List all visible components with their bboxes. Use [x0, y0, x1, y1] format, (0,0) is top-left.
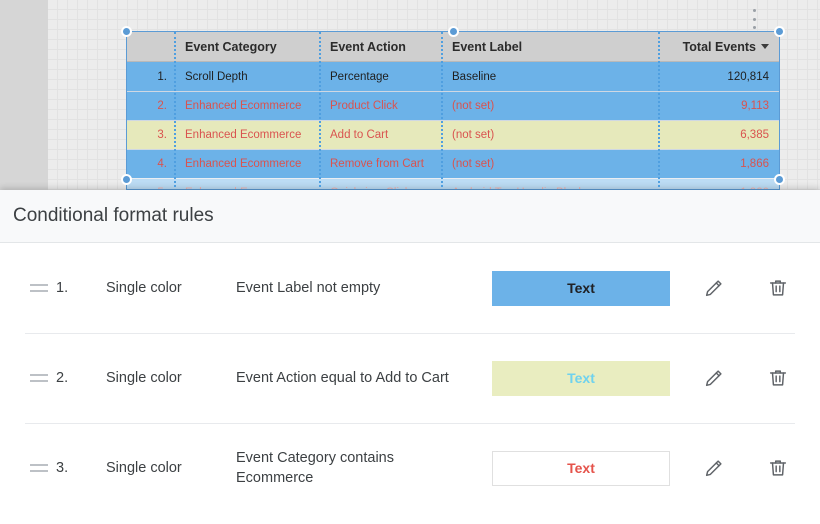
drag-handle-icon[interactable]: [22, 284, 56, 292]
table-cell-event-label: (not set): [452, 158, 495, 170]
table-cell-event-action: Percentage: [330, 70, 389, 83]
rule-preview[interactable]: Text: [461, 270, 701, 306]
rule-index: 1.: [56, 280, 69, 296]
column-resize-guide[interactable]: [319, 32, 321, 189]
table-cell-event-category: Enhanced Ecommerce: [185, 158, 302, 170]
rule-condition: Event Label not empty: [236, 280, 381, 296]
table-cell-event-category: Enhanced Ecommerce: [175, 179, 320, 189]
table-cell-total-events: 9,113: [741, 100, 769, 112]
table-cell-index: 5.: [127, 179, 175, 189]
caret-down-icon: [761, 44, 769, 49]
rule-preview-swatch[interactable]: Text: [492, 270, 670, 306]
canvas-left-rail: [0, 0, 48, 190]
drag-handle-icon[interactable]: [22, 464, 56, 472]
selection-handle-top-right[interactable]: [774, 26, 785, 37]
table-header-cell-event-action[interactable]: Event Action: [330, 39, 406, 54]
trash-icon[interactable]: [765, 455, 791, 481]
rule-preview[interactable]: Text: [461, 450, 701, 486]
table-cell-index: 1.: [157, 70, 167, 83]
table-cell-event-label: Baseline: [452, 70, 497, 83]
table-row[interactable]: 2. Enhanced Ecommerce Product Click (not…: [127, 91, 779, 120]
table-header-label-total-events: Total Events: [682, 39, 756, 54]
rule-actions: [701, 365, 803, 391]
table-cell-event-label: (not set): [452, 100, 495, 112]
table-cell-event-category: Scroll Depth: [185, 70, 248, 83]
rule-condition: Event Category contains Ecommerce: [236, 450, 394, 486]
selection-handle-top-center[interactable]: [448, 26, 459, 37]
table-header-cell-event-category[interactable]: Event Category: [185, 39, 277, 54]
table-cell-index: 4.: [157, 158, 167, 170]
rule-preview-swatch[interactable]: Text: [492, 450, 670, 486]
rule-index: 3.: [56, 460, 69, 476]
pencil-icon[interactable]: [701, 275, 727, 301]
rules-list: 1. Single color Event Label not empty Te…: [0, 243, 820, 513]
column-resize-guide[interactable]: [441, 32, 443, 189]
rule-type: Single color: [106, 280, 182, 296]
table-cell-event-action: Remove from Cart: [330, 158, 424, 170]
selection-handle-top-left[interactable]: [121, 26, 132, 37]
rule-preview[interactable]: Text: [461, 360, 701, 396]
rule-condition: Event Action equal to Add to Cart: [236, 370, 449, 386]
rule-actions: [701, 455, 803, 481]
table-cell-total-events: 1,866: [740, 158, 769, 170]
table-cell-event-action: Quickview Click: [320, 179, 442, 189]
table-cell-event-label: Android Tee Hoodie Black: [442, 179, 659, 189]
table-row[interactable]: 5. Enhanced Ecommerce Quickview Click An…: [127, 178, 779, 189]
table-cell-index: 2.: [157, 100, 167, 112]
rule-row[interactable]: 2. Single color Event Action equal to Ad…: [0, 333, 820, 423]
table-row[interactable]: 1. Scroll Depth Percentage Baseline 120,…: [127, 62, 779, 91]
pencil-icon[interactable]: [701, 365, 727, 391]
table-header-cell-event-label[interactable]: Event Label: [452, 39, 523, 54]
table-cell-event-category: Enhanced Ecommerce: [185, 100, 302, 112]
table-header-cell-index: [127, 32, 175, 61]
column-resize-guide[interactable]: [174, 32, 176, 189]
table-cell-event-action: Product Click: [330, 100, 398, 112]
table-cell-event-category: Enhanced Ecommerce: [185, 129, 302, 141]
rule-preview-swatch[interactable]: Text: [492, 360, 670, 396]
data-table-object[interactable]: Event Category Event Action Event Label …: [126, 31, 780, 190]
table-cell-total-events: 120,814: [727, 70, 769, 83]
column-resize-guide[interactable]: [658, 32, 660, 189]
report-canvas: Event Category Event Action Event Label …: [0, 0, 820, 190]
rule-index: 2.: [56, 370, 69, 386]
rule-type: Single color: [106, 460, 182, 476]
trash-icon[interactable]: [765, 365, 791, 391]
pencil-icon[interactable]: [701, 455, 727, 481]
table-cell-index: 3.: [157, 129, 167, 141]
rule-row[interactable]: 3. Single color Event Category contains …: [0, 423, 820, 513]
rule-actions: [701, 275, 803, 301]
dialog-title: Conditional format rules: [13, 205, 214, 226]
selection-handle-bottom-left[interactable]: [121, 174, 132, 185]
conditional-format-rules-dialog: Conditional format rules 1. Single color…: [0, 190, 820, 524]
table-cell-total-events: 1,220: [659, 179, 779, 189]
trash-icon[interactable]: [765, 275, 791, 301]
rule-row[interactable]: 1. Single color Event Label not empty Te…: [0, 243, 820, 333]
table-cell-event-label: (not set): [452, 129, 495, 141]
table-header-row: Event Category Event Action Event Label …: [127, 32, 779, 62]
drag-handle-icon[interactable]: [22, 374, 56, 382]
selection-handle-bottom-right[interactable]: [774, 174, 785, 185]
table-header-cell-total-events[interactable]: Total Events: [659, 32, 779, 61]
table-cell-total-events: 6,385: [740, 129, 769, 141]
table-row[interactable]: 3. Enhanced Ecommerce Add to Cart (not s…: [127, 120, 779, 149]
rule-type: Single color: [106, 370, 182, 386]
kebab-menu-icon[interactable]: [746, 6, 762, 32]
dialog-header: Conditional format rules: [0, 190, 820, 243]
table-row[interactable]: 4. Enhanced Ecommerce Remove from Cart (…: [127, 149, 779, 178]
table-cell-event-action: Add to Cart: [330, 129, 389, 141]
